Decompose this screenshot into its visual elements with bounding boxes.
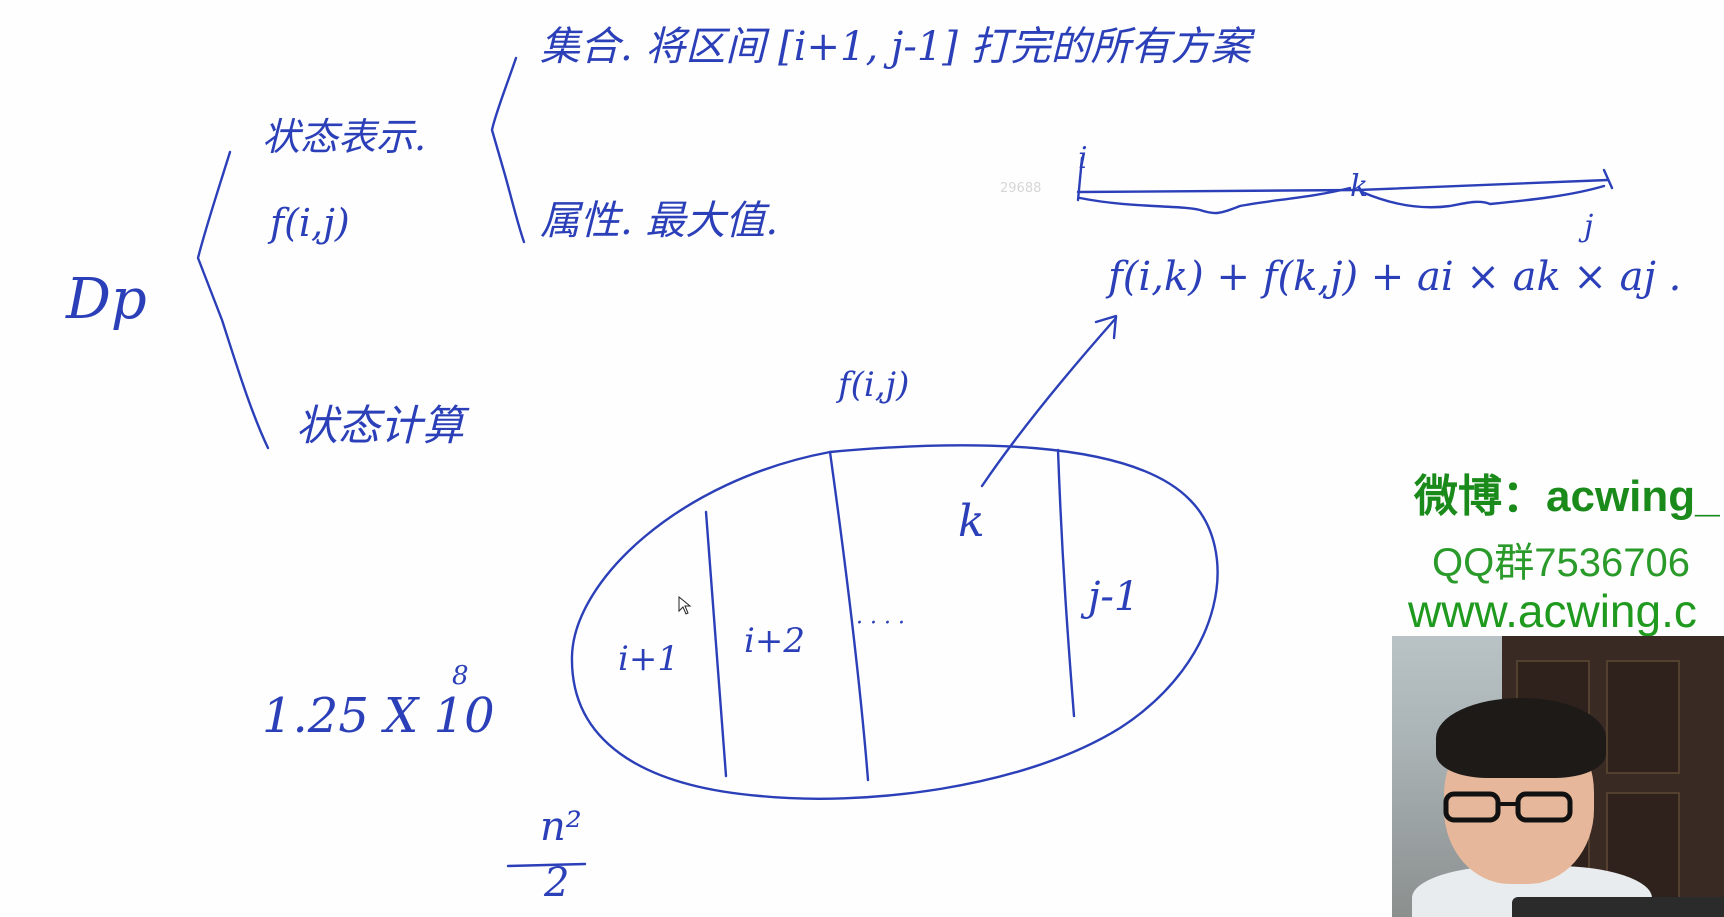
- f-ij-definition: f(i,j): [267, 201, 350, 245]
- state-computation-label: 状态计算: [296, 401, 470, 450]
- divider-2: [828, 450, 870, 782]
- arrow-head: [1094, 314, 1118, 340]
- divider-3: [1056, 448, 1076, 718]
- weibo-watermark: 微博：acwing_: [1414, 472, 1720, 521]
- segment-j-label: j: [1578, 209, 1593, 244]
- cell-i-plus-1: i+1: [618, 639, 679, 679]
- qq-watermark: QQ群7536706: [1432, 541, 1690, 585]
- n-squared: n²: [540, 804, 582, 850]
- cell-ellipsis: · · · ·: [856, 611, 905, 636]
- segment-brace-right: [1360, 184, 1606, 209]
- cell-i-plus-2: i+2: [744, 621, 805, 661]
- arrow-to-formula: [980, 316, 1118, 488]
- complexity-exponent: 8: [452, 661, 469, 691]
- segment-k-label: k: [1350, 169, 1368, 204]
- cell-j-minus-1: j-1: [1080, 574, 1139, 620]
- faint-number: 29688: [1000, 181, 1041, 196]
- segment-tick-j: [1602, 168, 1614, 190]
- cabinet-panel: [1606, 660, 1680, 774]
- segment-line: [1076, 178, 1610, 194]
- state-brace: [490, 56, 526, 244]
- set-description: 集合. 将区间 [i+1, j-1] 打完的所有方案: [540, 24, 1256, 70]
- dp-label: Dp: [65, 267, 147, 332]
- interval-ellipse: [570, 444, 1219, 800]
- dp-brace: [196, 150, 270, 450]
- glasses-icon: [1443, 791, 1573, 823]
- property-description: 属性. 最大值.: [540, 198, 778, 244]
- divider-1: [704, 510, 728, 778]
- webcam-feed: [1392, 636, 1724, 917]
- caption-bar: [1512, 897, 1724, 917]
- site-watermark: www.acwing.c: [1408, 585, 1697, 637]
- f-ij-center-label: f(i,j): [835, 365, 909, 405]
- transition-formula: f(i,k) + f(k,j) + ai × ak × aj .: [1105, 254, 1681, 300]
- complexity-value: 1.25 X 10: [262, 688, 495, 744]
- state-representation-label: 状态表示.: [262, 115, 426, 159]
- presenter-hair: [1436, 698, 1606, 778]
- segment-brace-left: [1078, 186, 1352, 215]
- segment-tick-i: [1076, 156, 1084, 202]
- n2-fraction-bar: [506, 862, 587, 868]
- n-squared-denominator: 2: [543, 860, 569, 906]
- mouse-cursor-icon: [678, 596, 692, 615]
- cell-k: k: [958, 496, 985, 547]
